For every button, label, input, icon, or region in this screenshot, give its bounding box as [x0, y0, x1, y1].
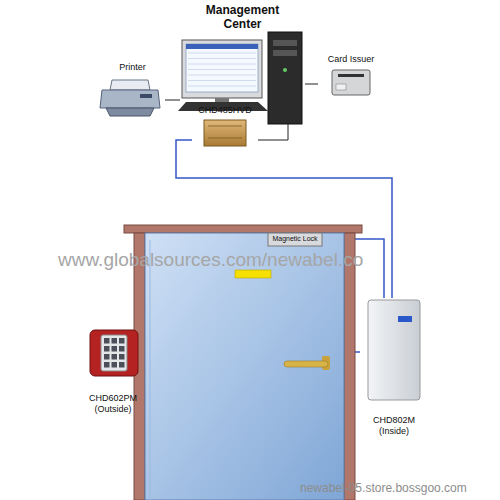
- grid-line: [188, 58, 256, 59]
- drive-bay: [273, 50, 297, 56]
- reader-logo: [398, 316, 412, 322]
- door-lintel: [124, 225, 362, 233]
- monitor-frame: [182, 40, 262, 98]
- device-label: Magnetic Lock: [272, 235, 317, 243]
- watermark: newabel-05.store.bossgoo.com: [300, 481, 467, 495]
- door-handle: [284, 361, 328, 367]
- device-node: Card Issuer: [318, 54, 384, 98]
- cable: [165, 100, 180, 101]
- printer-panel: [140, 94, 152, 98]
- keypad-key: [119, 338, 125, 344]
- keypad-keys: [104, 338, 125, 368]
- drive-bay: [273, 40, 297, 46]
- door-edge: [150, 240, 151, 500]
- keypad-key: [119, 362, 125, 368]
- keypad-key: [119, 354, 125, 360]
- device-node: Magnetic Lock: [268, 233, 322, 246]
- grid-line: [188, 69, 256, 70]
- power-led: [283, 68, 287, 72]
- keypad-reader: [90, 330, 138, 376]
- monitor-stand: [215, 98, 229, 102]
- issuer-body: [332, 70, 370, 95]
- keypad-key: [112, 338, 118, 344]
- screen-grid: [188, 53, 256, 86]
- device-node: Printer: [100, 62, 165, 118]
- reader-housing: [368, 300, 420, 400]
- keypad-key: [104, 346, 110, 352]
- printer-icon: [100, 80, 160, 116]
- keypad-key: [104, 354, 110, 360]
- pc-tower: [268, 32, 302, 124]
- printer-body: [100, 90, 160, 108]
- card-reader: [368, 300, 420, 400]
- cable: [305, 84, 318, 85]
- grid-line: [188, 64, 256, 65]
- printer-tray: [106, 108, 154, 116]
- door-leaf: [145, 233, 344, 500]
- device-label: CHD485HVD: [198, 105, 252, 115]
- device-node: CHD802M (Inside): [360, 298, 428, 436]
- device-label: Printer: [119, 62, 146, 72]
- magnetic-lock: [268, 233, 322, 246]
- keypad-key: [112, 354, 118, 360]
- converter-icon: [204, 120, 246, 146]
- monitor-screen: [186, 44, 258, 92]
- keypad-face: [101, 335, 127, 371]
- printer-paper: [110, 80, 150, 90]
- device-label: CHD602PM (Outside): [82, 393, 144, 414]
- grid-line: [188, 80, 256, 81]
- keypad-key: [104, 362, 110, 368]
- converter-ridge: [208, 138, 242, 139]
- device-label: CHD802M (Inside): [366, 415, 422, 436]
- watermark: www.globalsources.com/newabel.co: [58, 249, 363, 271]
- door-sign: [235, 270, 271, 278]
- door-jamb: [344, 233, 355, 500]
- converter-body: [204, 120, 246, 146]
- keypad-key: [112, 362, 118, 368]
- computer-icon: [178, 32, 302, 124]
- card-issuer-icon: [332, 70, 370, 95]
- card-slot: [338, 74, 364, 77]
- keypad-key: [104, 338, 110, 344]
- grid-line: [188, 86, 256, 87]
- screen-titlebar: [186, 44, 258, 49]
- keypad-key: [112, 346, 118, 352]
- keypad-key: [119, 346, 125, 352]
- device-node: CHD602PM (Outside): [78, 328, 148, 414]
- converter-ridge: [208, 126, 242, 127]
- grid-line: [188, 53, 256, 54]
- device-label: Card Issuer: [328, 54, 375, 64]
- device-node: CHD485HVD: [192, 105, 258, 151]
- device-label: Management Center: [193, 4, 293, 32]
- card: [336, 84, 346, 90]
- keypad-housing: [90, 330, 138, 376]
- grid-line: [188, 75, 256, 76]
- device-node: Management Center: [180, 4, 305, 102]
